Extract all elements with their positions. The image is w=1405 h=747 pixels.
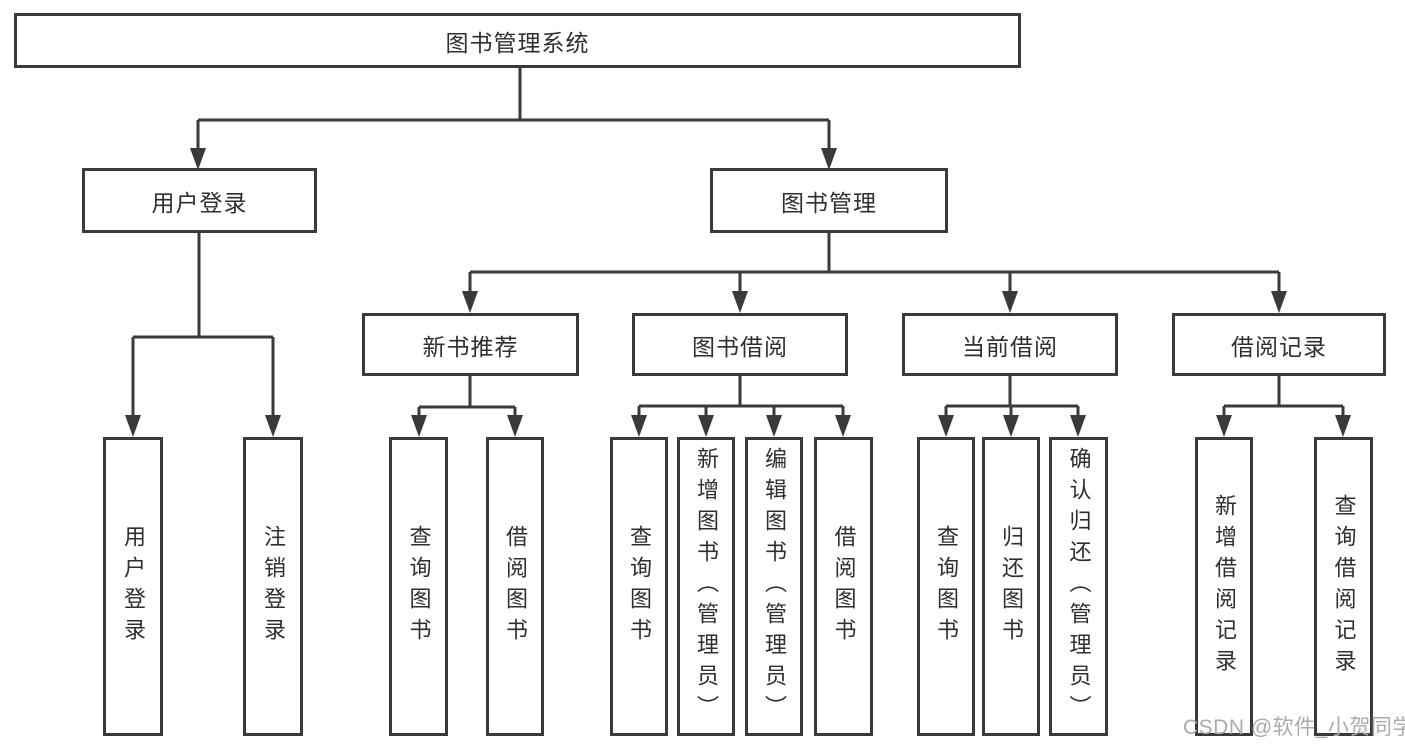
node-user-login: 用户登录 [82, 168, 317, 233]
leaf-confirm-return-admin-label: 确认归还（管理员） [1066, 447, 1092, 726]
leaf-user-login-label: 用户登录 [121, 524, 146, 649]
connector-book-management [468, 233, 1281, 292]
arrowhead [1002, 291, 1018, 313]
arrowhead [732, 291, 748, 313]
connector-current-borrow [944, 376, 1080, 417]
leaf-add-books-admin-label: 新增图书（管理员） [694, 447, 719, 726]
arrowhead [1070, 415, 1086, 437]
leaf-add-books-admin: 新增图书（管理员） [677, 437, 735, 736]
arrowhead [631, 415, 647, 437]
arrowhead [125, 415, 141, 437]
node-new-book-recommend-label: 新书推荐 [422, 333, 519, 360]
node-root-label: 图书管理系统 [445, 29, 590, 56]
connector-user-login [131, 233, 275, 417]
arrowhead [835, 415, 851, 437]
node-user-login-label: 用户登录 [151, 189, 248, 216]
arrowhead [1335, 415, 1351, 437]
leaf-query-books-borrow: 查询图书 [610, 437, 668, 736]
connector-book-borrow [637, 376, 845, 417]
leaf-borrow-books-label: 借阅图书 [831, 524, 857, 649]
leaf-query-borrow-record-label: 查询借阅记录 [1331, 493, 1357, 680]
arrowhead [265, 415, 281, 437]
leaf-borrow-books-recommend: 借阅图书 [486, 437, 544, 736]
arrowhead [766, 415, 782, 437]
leaf-query-books-borrow-label: 查询图书 [627, 524, 652, 649]
leaf-query-books-recommend: 查询图书 [389, 437, 448, 736]
node-current-borrow-label: 当前借阅 [962, 333, 1058, 360]
leaf-borrow-books-recommend-label: 借阅图书 [503, 524, 528, 649]
node-borrow-record: 借阅记录 [1172, 313, 1386, 376]
arrowhead [698, 415, 714, 437]
connector-borrow-record [1222, 376, 1345, 417]
node-current-borrow: 当前借阅 [902, 313, 1118, 376]
node-book-management-label: 图书管理 [781, 189, 877, 216]
arrowhead [1271, 291, 1287, 313]
leaf-add-borrow-record: 新增借阅记录 [1195, 437, 1253, 736]
leaf-edit-books-admin: 编辑图书（管理员） [745, 437, 803, 736]
node-book-borrow-label: 图书借阅 [692, 333, 788, 360]
leaf-return-books-label: 归还图书 [999, 524, 1024, 649]
node-book-borrow: 图书借阅 [632, 313, 848, 376]
leaf-logout-label: 注销登录 [261, 524, 286, 649]
connector-new-book [417, 376, 517, 417]
arrowhead [1003, 415, 1019, 437]
leaf-return-books: 归还图书 [982, 437, 1040, 736]
arrowhead [1216, 415, 1232, 437]
arrowhead [462, 291, 478, 313]
leaf-query-books-recommend-label: 查询图书 [406, 524, 432, 649]
arrowhead [411, 415, 427, 437]
csdn-watermark: CSDN @软件_小贺同学 [1183, 716, 1405, 739]
node-borrow-record-label: 借阅记录 [1231, 333, 1327, 360]
leaf-logout: 注销登录 [243, 437, 303, 736]
arrowhead [190, 148, 206, 170]
arrowhead [938, 415, 954, 437]
node-book-management: 图书管理 [710, 168, 948, 233]
leaf-query-borrow-record: 查询借阅记录 [1314, 437, 1373, 736]
node-root: 图书管理系统 [14, 13, 1021, 68]
leaf-add-borrow-record-label: 新增借阅记录 [1212, 493, 1237, 680]
leaf-edit-books-admin-label: 编辑图书（管理员） [762, 447, 787, 726]
leaf-query-books-current: 查询图书 [917, 437, 975, 736]
leaf-query-books-current-label: 查询图书 [934, 524, 959, 649]
connector-root [196, 68, 831, 150]
leaf-user-login: 用户登录 [103, 437, 163, 736]
arrowhead [507, 415, 523, 437]
leaf-confirm-return-admin: 确认归还（管理员） [1049, 437, 1108, 736]
leaf-borrow-books: 借阅图书 [814, 437, 873, 736]
arrowhead [821, 148, 837, 170]
node-new-book-recommend: 新书推荐 [362, 313, 579, 376]
